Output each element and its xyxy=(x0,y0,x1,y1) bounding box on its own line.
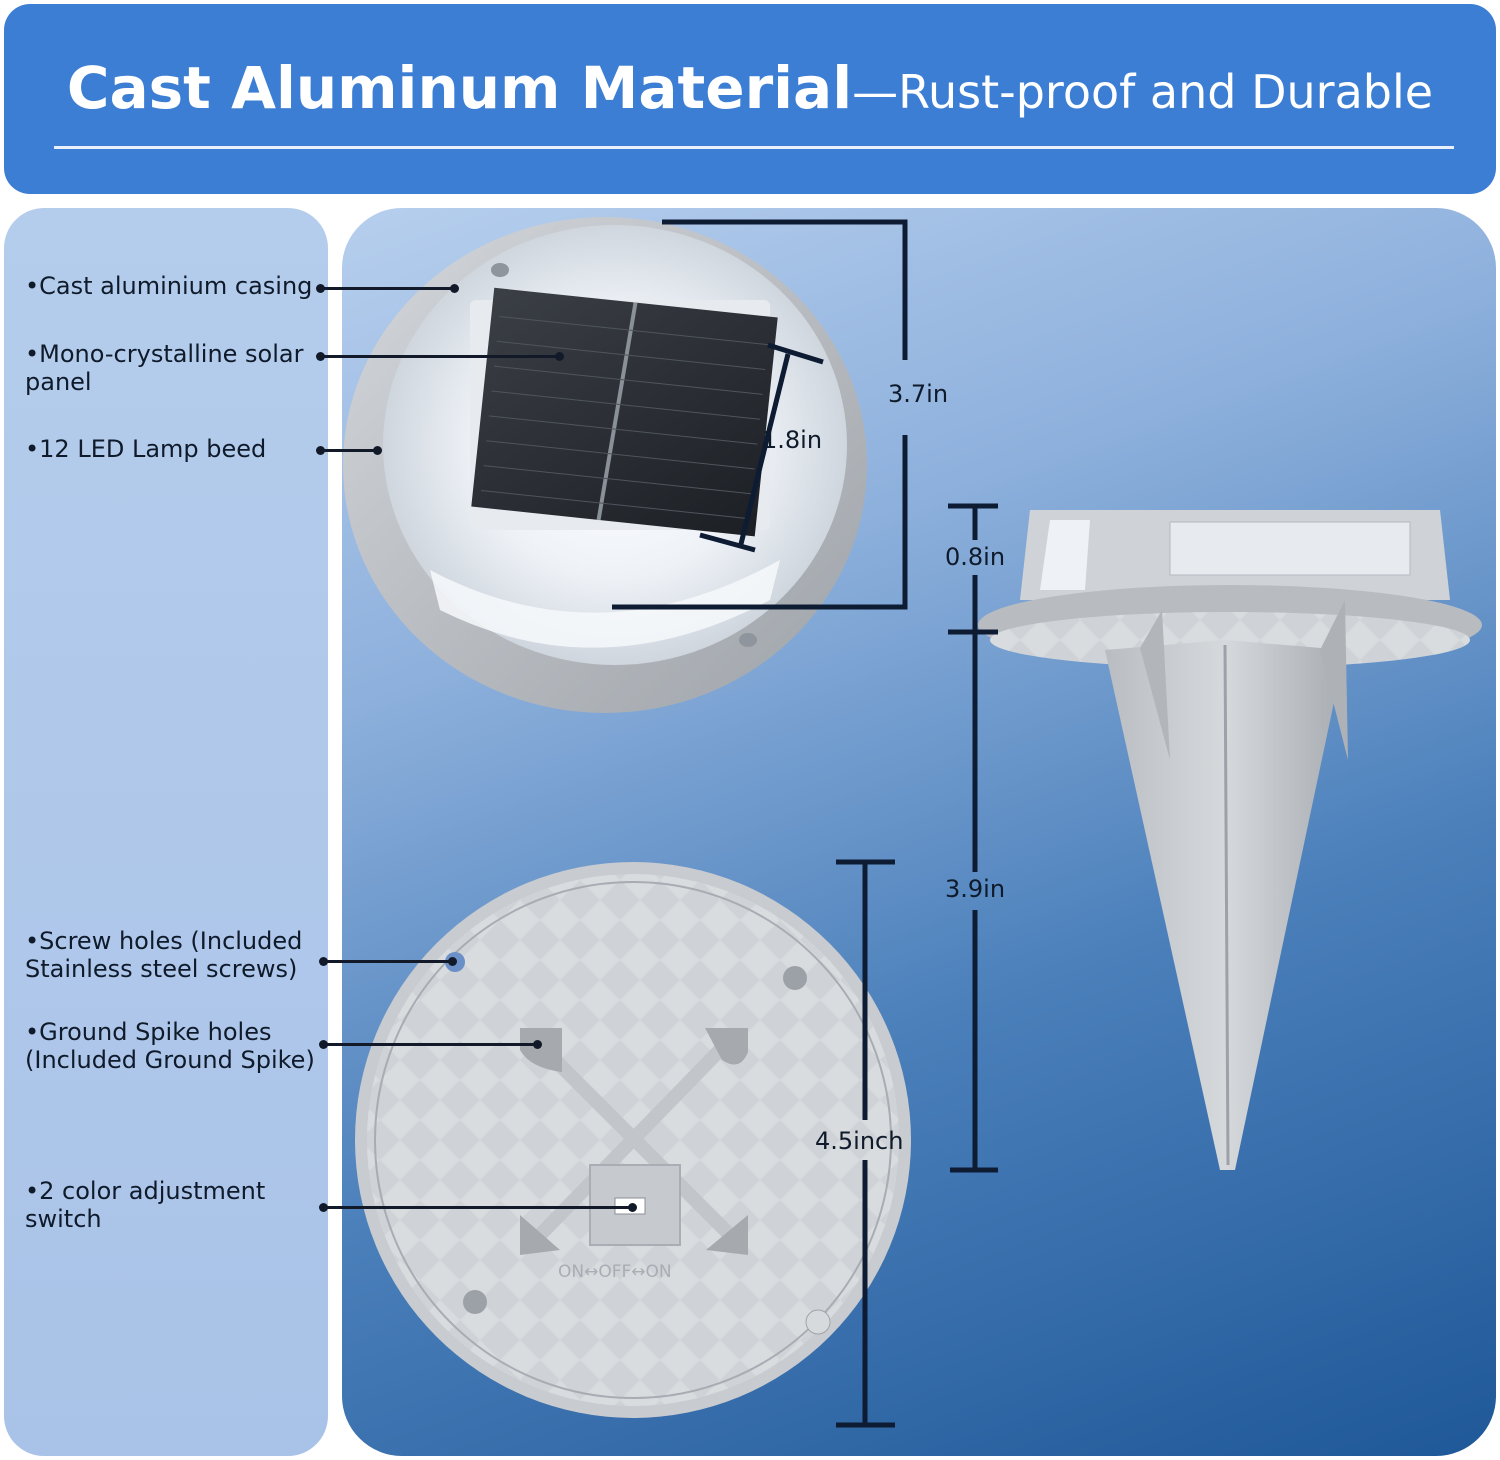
switch-label: ON↔OFF↔ON xyxy=(558,1262,672,1282)
leader-casing xyxy=(316,284,459,293)
dimension-overall: 4.5inch xyxy=(815,1127,904,1155)
banner-title: Cast Aluminum Material—Rust-proof and Du… xyxy=(4,54,1496,122)
ground-spike-hole-icon xyxy=(520,1028,748,1255)
screw-hole-icon xyxy=(739,633,757,647)
screw-hole-icon xyxy=(491,263,509,277)
feature-panel xyxy=(4,208,328,1456)
dimension-spike: 3.9in xyxy=(945,875,1006,903)
leader-led xyxy=(316,446,382,455)
dimension-height: 0.8in xyxy=(945,543,1006,571)
feature-color-switch: •2 color adjustment switch xyxy=(25,1177,266,1233)
dimension-diameter: 3.7in xyxy=(888,380,949,408)
leader-switch xyxy=(319,1203,637,1212)
feature-led-lamp-beads: •12 LED Lamp beed xyxy=(25,435,267,463)
leader-spike-holes xyxy=(319,1040,542,1049)
side-view-light xyxy=(978,510,1482,1170)
screw-icon xyxy=(783,966,807,990)
feature-solar-panel: •Mono-crystalline solar panel xyxy=(25,340,304,396)
title-bold: Cast Aluminum Material xyxy=(66,54,853,122)
dimension-lines xyxy=(612,219,998,1428)
bottom-view-light xyxy=(355,862,911,1418)
top-view-light xyxy=(343,217,867,713)
solar-panel-icon xyxy=(471,287,778,537)
screw-icon xyxy=(463,1290,487,1314)
dimension-panel: 1.8in xyxy=(762,426,823,454)
banner-divider xyxy=(54,146,1454,149)
ground-spike-icon xyxy=(1105,600,1348,1170)
screw-hole-icon xyxy=(805,1309,831,1335)
leader-screw-holes xyxy=(319,957,457,966)
feature-screw-holes: •Screw holes (Included Stainless steel s… xyxy=(25,927,303,983)
feature-ground-spike-holes: •Ground Spike holes (Included Ground Spi… xyxy=(25,1018,315,1074)
leader-solar-panel xyxy=(316,352,564,361)
header-banner: Cast Aluminum Material—Rust-proof and Du… xyxy=(4,4,1496,194)
feature-cast-aluminium-casing: •Cast aluminium casing xyxy=(25,272,313,300)
title-rest: —Rust-proof and Durable xyxy=(852,65,1434,119)
